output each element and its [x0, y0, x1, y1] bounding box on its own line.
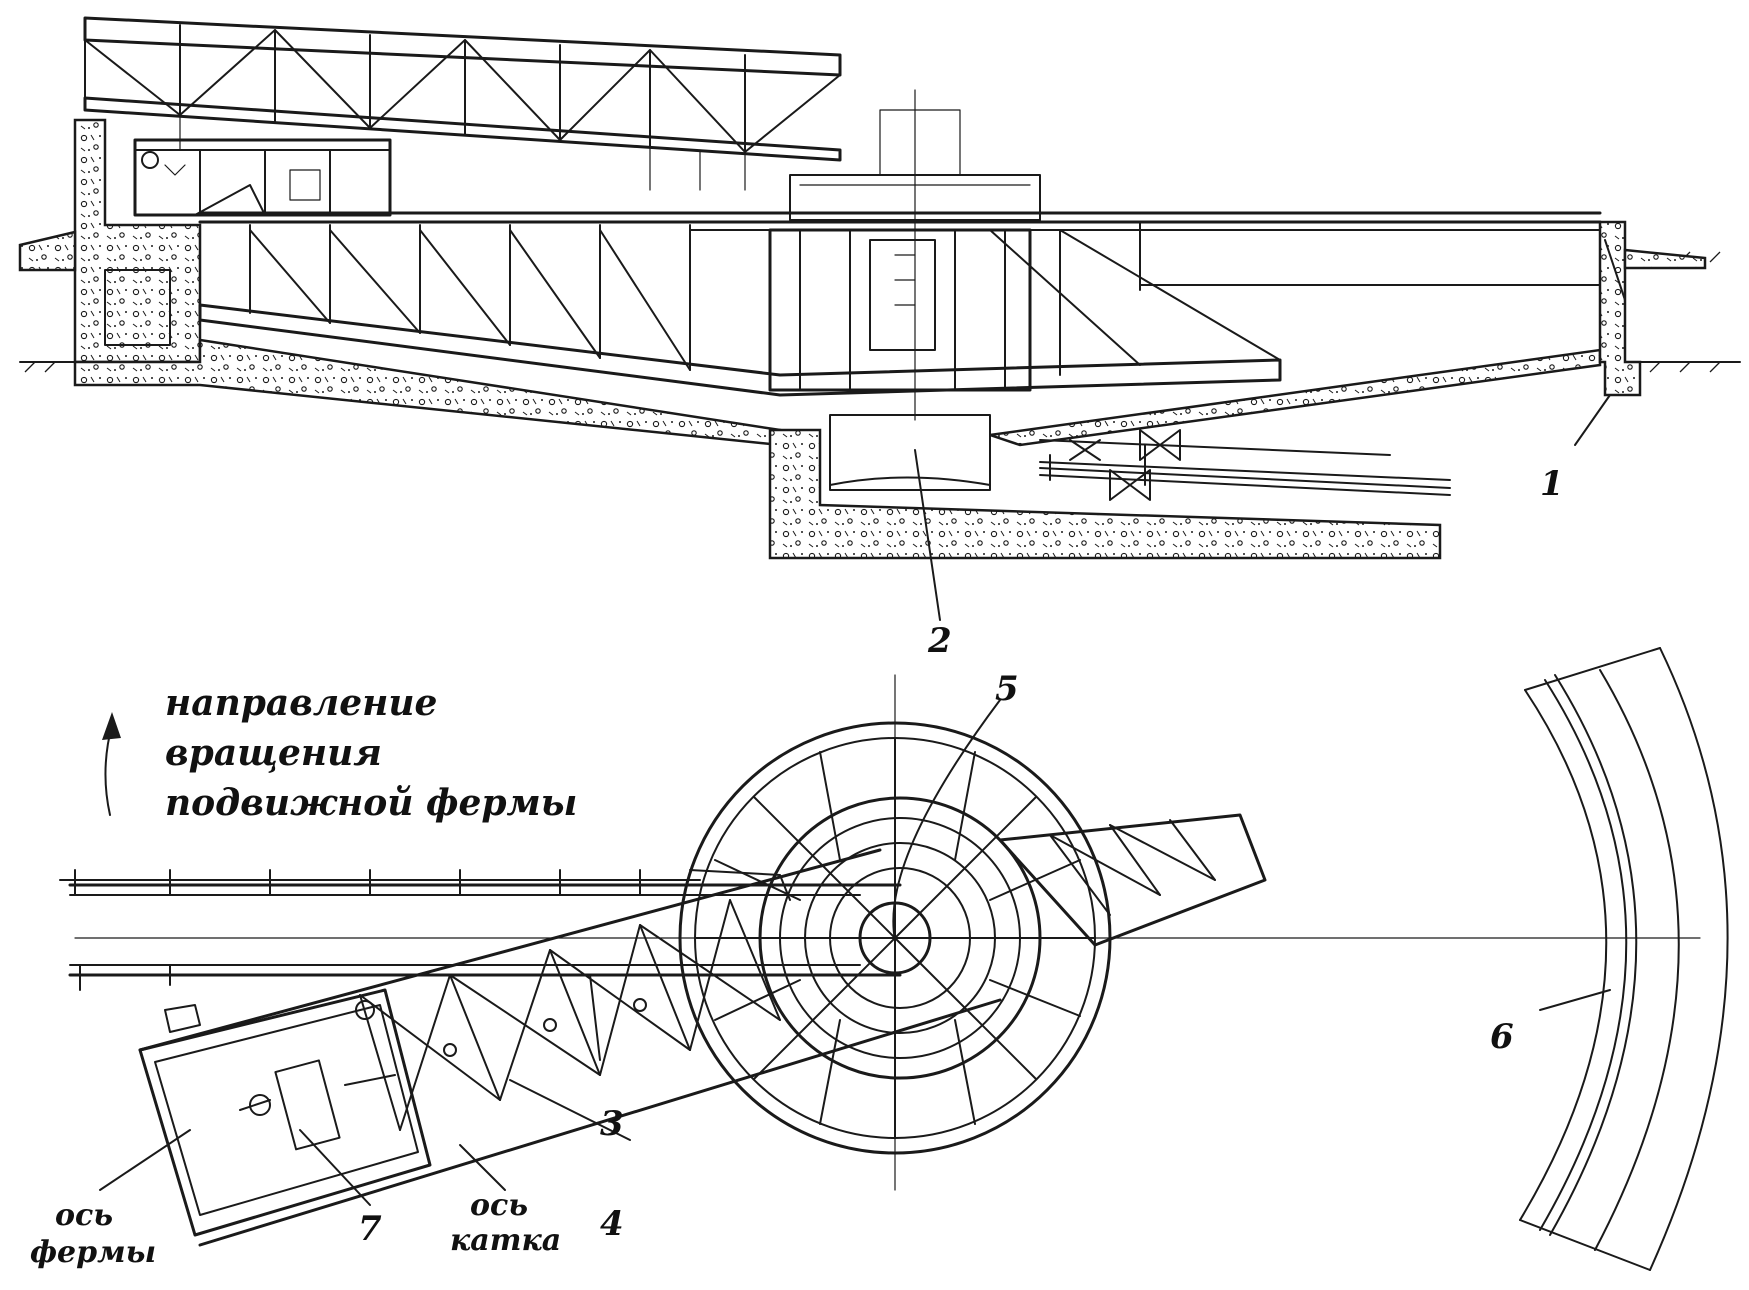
roller-axis-label-line-2: катка	[450, 1223, 561, 1258]
rotation-label-line-1: направление	[165, 682, 437, 724]
basin-floor-right	[989, 348, 1602, 447]
section-view	[18, 16, 1741, 621]
roller-axis-label-line-1: ось	[470, 1188, 528, 1223]
central-column	[768, 89, 1041, 421]
rotation-label-line-2: вращения	[165, 732, 382, 774]
truss-axis-label-line-1: ось	[55, 1198, 113, 1233]
plan-view	[59, 647, 1729, 1271]
central-pit	[768, 428, 1442, 560]
callout-5: 5	[995, 669, 1019, 709]
distributor-ring	[758, 796, 1042, 1080]
callout-7: 7	[358, 1209, 382, 1249]
callout-1: 1	[1540, 464, 1564, 504]
bridge-beams	[198, 211, 1602, 291]
rotating-truss	[138, 848, 1002, 1247]
lower-truss	[198, 224, 1282, 397]
truss-axis-label-line-2: фермы	[30, 1235, 156, 1270]
inlet-pipes	[1039, 429, 1451, 501]
control-cabin	[133, 138, 392, 217]
drive-carriage	[138, 988, 432, 1237]
rotation-arrow-icon	[102, 712, 121, 816]
left-concrete-wall	[73, 118, 202, 364]
callout-6: 6	[1490, 1017, 1514, 1057]
outer-truss-extension	[998, 813, 1267, 947]
left-ledge	[18, 230, 77, 272]
peripheral-rail-arc	[1519, 647, 1729, 1271]
callout-4: 4	[600, 1204, 624, 1244]
right-concrete-wall	[1598, 220, 1642, 397]
callout-2: 2	[927, 621, 952, 661]
rotation-label-line-3: подвижной фермы	[165, 782, 577, 824]
upper-gantry-truss	[83, 16, 842, 191]
callout-3: 3	[600, 1104, 624, 1144]
